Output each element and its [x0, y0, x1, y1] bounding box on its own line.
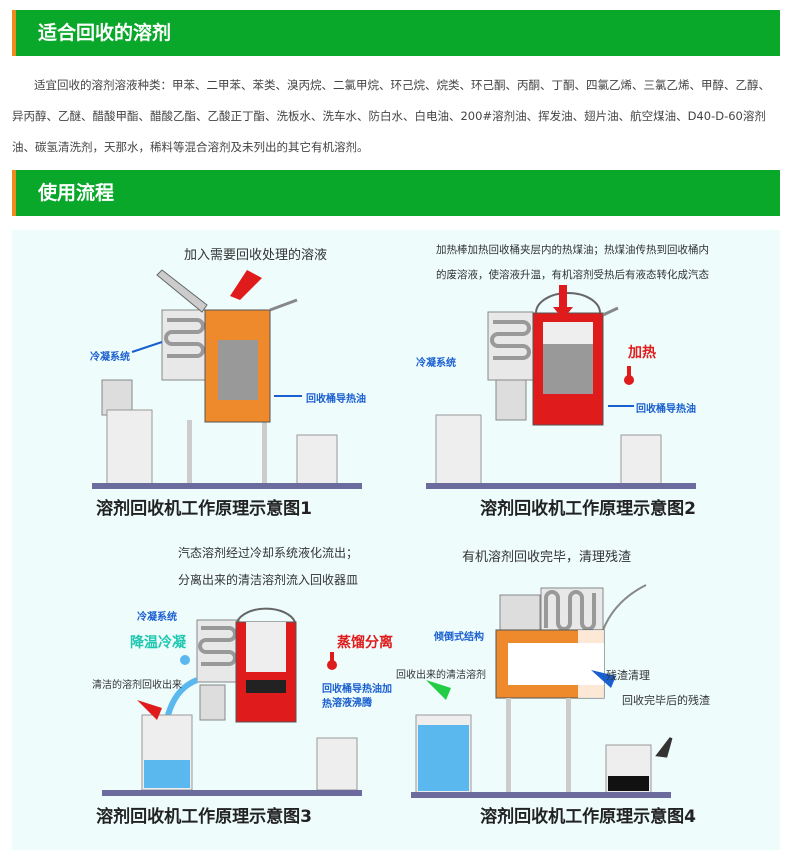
process-diagram-panel: 加入需要回收处理的溶液 冷凝系统 回收桶导热油 溶剂回收机工作原理示意图1 加热…: [12, 230, 780, 850]
diagram-caption: 溶剂回收机工作原理示意图4: [480, 807, 696, 827]
diagram-3: 汽态溶剂经过冷却系统液化流出； 分离出来的清洁溶剂流入回收器皿 冷凝系统 降温冷凝…: [12, 540, 396, 840]
machine-illustration-1: [92, 269, 362, 489]
condenser-label: 冷凝系统: [90, 352, 130, 363]
section-header-solvents: 适合回收的溶剂: [12, 10, 780, 56]
step-note: 加热棒加热回收桶夹层内的热煤油；热煤油传热到回收桶内的废溶液，使溶液升温，有机溶…: [436, 238, 709, 288]
note-line: 加热棒加热回收桶夹层内的热煤油；热煤油传热到回收桶内: [436, 244, 709, 256]
heat-label: 加热: [628, 345, 656, 361]
clean-solvent-label: 回收出来的清洁溶剂: [396, 670, 486, 681]
cooling-label: 降温冷凝: [130, 635, 186, 651]
diagram-2: 加热棒加热回收桶夹层内的热煤油；热煤油传热到回收桶内的废溶液，使溶液升温，有机溶…: [396, 230, 780, 530]
oil-label: 回收桶导热油: [306, 394, 366, 405]
oil-label: 回收桶导热油加热: [322, 684, 392, 710]
diagram-caption: 溶剂回收机工作原理示意图1: [96, 499, 312, 519]
note-line: 分离出来的清洁溶剂流入回收器皿: [178, 573, 359, 587]
oil-label: 回收桶导热油: [636, 404, 696, 415]
diagram-4: 有机溶剂回收完毕，清理残渣 倾倒式结构 回收出来的清洁溶剂 残渣清理 回收完毕后…: [396, 540, 780, 840]
step-note: 汽态溶剂经过冷却系统液化流出； 分离出来的清洁溶剂流入回收器皿: [178, 540, 358, 594]
solvent-list-text: 适宜回收的溶剂溶液种类：甲苯、二甲苯、苯类、溴丙烷、二氯甲烷、环己烷、烷类、环己…: [12, 78, 770, 154]
machine-illustration-3: [102, 607, 362, 796]
section-header-process: 使用流程: [12, 170, 780, 216]
note-line: 汽态溶剂经过冷却系统液化流出；: [178, 546, 359, 560]
condenser-label: 冷凝系统: [137, 612, 177, 623]
diagram-caption: 溶剂回收机工作原理示意图3: [96, 807, 312, 827]
machine-illustration-4: [411, 584, 673, 798]
step-note: 加入需要回收处理的溶液: [184, 248, 328, 263]
machine-illustration-2: [426, 285, 696, 489]
note-line: 的废溶液，使溶液升温，有机溶剂受热后有液态转化成汽态: [436, 269, 709, 281]
condenser-label: 冷凝系统: [416, 358, 456, 369]
diagram-1: 加入需要回收处理的溶液 冷凝系统 回收桶导热油 溶剂回收机工作原理示意图1: [12, 230, 396, 530]
clean-solvent-label: 清洁的溶剂回收出来: [92, 680, 182, 691]
diagram-caption: 溶剂回收机工作原理示意图2: [480, 499, 696, 519]
boiling-label: 溶液沸腾: [332, 698, 372, 709]
step-note: 有机溶剂回收完毕，清理残渣: [462, 550, 632, 565]
distill-label: 蒸馏分离: [337, 635, 393, 651]
residue-label: 回收完毕后的残渣: [622, 694, 710, 707]
tilt-structure-label: 倾倒式结构: [434, 632, 484, 643]
residue-clean-label: 残渣清理: [606, 669, 650, 682]
